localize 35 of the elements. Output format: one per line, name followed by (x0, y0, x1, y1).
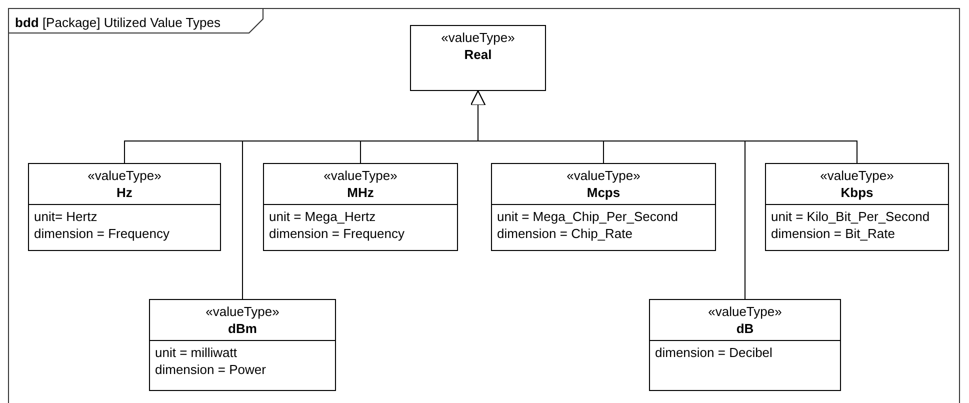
stereotype-label: «valueType» (322, 167, 398, 184)
block-name: Hz (116, 184, 134, 201)
frame-heading: bdd [Package] Utilized Value Types (15, 15, 220, 30)
attribute-text: dimension = Bit_Rate (771, 225, 896, 242)
stereotype-label: «valueType» (566, 167, 642, 184)
stereotype-label: «valueType» (440, 29, 516, 46)
attribute-text: dimension = Decibel (655, 344, 774, 361)
block (28, 163, 221, 251)
attribute-text: dimension = Power (155, 361, 267, 378)
block (649, 299, 841, 391)
block-name: Real (463, 46, 493, 63)
stereotype-label: «valueType» (819, 167, 895, 184)
attribute-text: unit= Hertz (34, 208, 98, 225)
block (491, 163, 716, 251)
block-name: dB (735, 320, 755, 337)
block (149, 299, 336, 391)
stereotype-label: «valueType» (707, 303, 783, 320)
stereotype-label: «valueType» (204, 303, 280, 320)
block (765, 163, 949, 251)
attribute-text: dimension = Frequency (34, 225, 170, 242)
attribute-text: unit = Mega_Hertz (269, 208, 377, 225)
block-name: dBm (227, 320, 258, 337)
attribute-text: unit = Kilo_Bit_Per_Second (771, 208, 931, 225)
generalization-arrow (470, 90, 858, 164)
attribute-text: unit = milliwatt (155, 344, 238, 361)
block-name: Mcps (586, 184, 622, 201)
attribute-text: dimension = Chip_Rate (497, 225, 634, 242)
attribute-text: unit = Mega_Chip_Per_Second (497, 208, 680, 225)
block-name: Kbps (840, 184, 874, 201)
diagram-frame (8, 8, 960, 403)
block (410, 25, 546, 91)
block-name: MHz (346, 184, 375, 201)
block (263, 163, 458, 251)
stereotype-label: «valueType» (86, 167, 162, 184)
attribute-text: dimension = Frequency (269, 225, 406, 242)
